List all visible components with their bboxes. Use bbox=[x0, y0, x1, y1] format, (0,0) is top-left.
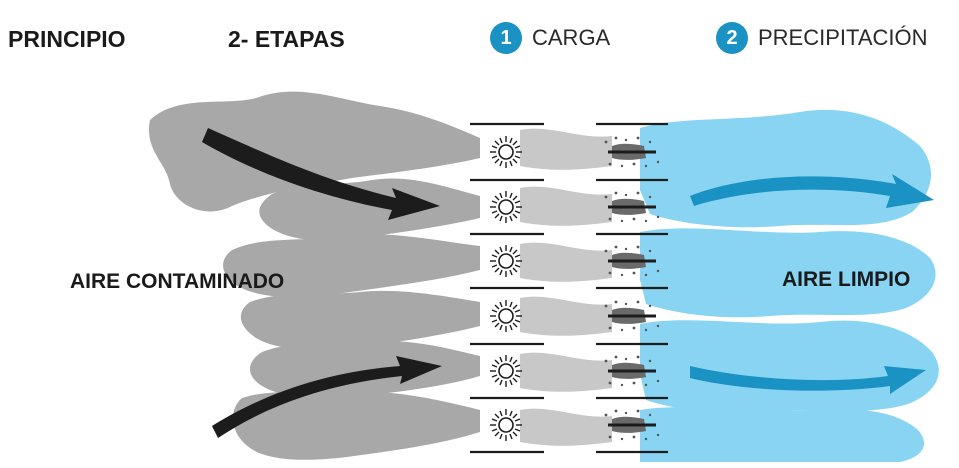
principle-title: PRINCIPIO bbox=[8, 26, 126, 52]
ionizer-spark-icon bbox=[489, 244, 523, 278]
ionizer-spark-icon bbox=[489, 354, 523, 388]
clean-air-cloud bbox=[640, 109, 939, 462]
polluted-air-label: AIRE CONTAMINADO bbox=[70, 270, 285, 293]
ionizer-spark-icon bbox=[489, 190, 523, 224]
outflow-arrow-top-icon bbox=[690, 174, 934, 208]
ionizer-spark-icon bbox=[489, 299, 523, 333]
outflow-arrows bbox=[690, 174, 934, 394]
step-label-charge: CARGA bbox=[532, 25, 611, 50]
step-number-badge: 2 bbox=[716, 22, 748, 54]
collector-plates bbox=[596, 122, 668, 454]
stages-title: 2- ETAPAS bbox=[228, 26, 345, 52]
inflow-arrows bbox=[202, 128, 442, 438]
ionizer-plates bbox=[470, 122, 544, 454]
ionizer-spark-icon bbox=[489, 135, 523, 169]
outflow-arrow-bottom-icon bbox=[690, 366, 926, 394]
inflow-arrow-top-icon bbox=[202, 128, 440, 220]
step-label-precipitation: PRECIPITACIÓN bbox=[758, 25, 928, 50]
step-charge: 1 CARGA bbox=[490, 22, 610, 54]
clean-air-label: AIRE LIMPIO bbox=[782, 268, 911, 291]
polluted-air-cloud bbox=[148, 91, 480, 460]
ionizer-spark-icon bbox=[489, 408, 523, 442]
step-number-badge: 1 bbox=[490, 22, 522, 54]
charged-air-stream bbox=[520, 128, 612, 446]
step-precipitation: 2 PRECIPITACIÓN bbox=[716, 22, 928, 54]
inflow-arrow-bottom-icon bbox=[212, 356, 442, 438]
